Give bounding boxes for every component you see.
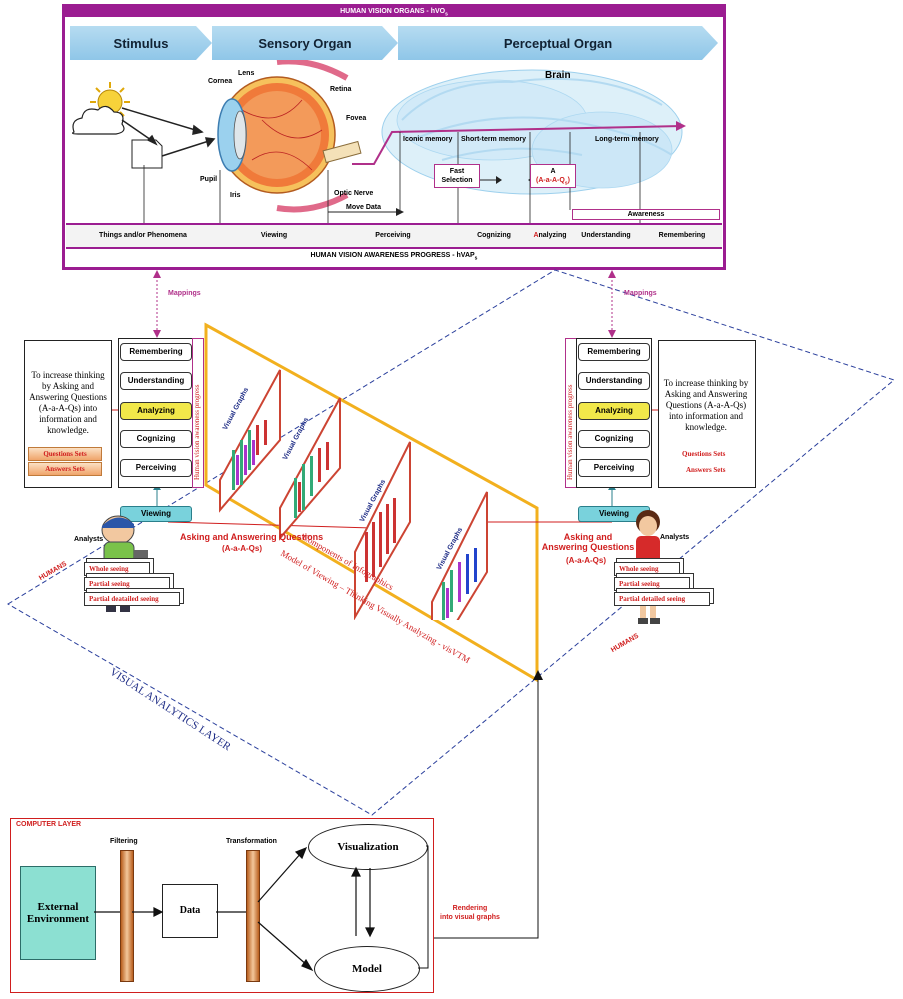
left-seeing-partial: Partial seeing [84, 577, 170, 591]
visual-graph-1 [220, 370, 280, 510]
left-stage-analyzing[interactable]: Analyzing [120, 402, 192, 420]
left-qa-label: Asking and Answering Questions [180, 532, 323, 542]
left-answers-sets: Answers Sets [28, 462, 102, 476]
right-answers-sets: Answers Sets [686, 466, 725, 474]
mappings-label-right: Mappings [624, 290, 657, 297]
right-stage-cognizing[interactable]: Cognizing [578, 430, 650, 448]
right-seeing-partial-detailed: Partial detailed seeing [614, 592, 710, 606]
right-questions-sets: Questions Sets [682, 450, 725, 458]
right-vertical-label: Human vision awareness progress [566, 385, 574, 480]
right-analysts-label: Analysts [660, 534, 689, 541]
computer-layer-arrows [0, 818, 440, 998]
right-stage-understanding[interactable]: Understanding [578, 372, 650, 390]
right-seeing-whole: Whole seeing [614, 562, 680, 576]
left-stage-remembering[interactable]: Remembering [120, 343, 192, 361]
left-analysts-label: Analysts [74, 536, 103, 543]
mappings-label-left: Mappings [168, 290, 201, 297]
right-seeing-partial: Partial seeing [614, 577, 690, 591]
left-stage-understanding[interactable]: Understanding [120, 372, 192, 390]
left-stage-cognizing[interactable]: Cognizing [120, 430, 192, 448]
right-qa-label: Asking and Answering Questions [540, 532, 636, 552]
right-stage-perceiving[interactable]: Perceiving [578, 459, 650, 477]
left-seeing-partial-detailed: Partial deatailed seeing [84, 592, 180, 606]
left-stage-perceiving[interactable]: Perceiving [120, 459, 192, 477]
left-vertical-label: Human vision awareness progress [193, 385, 201, 480]
right-description: To increase thinking by Asking and Answe… [662, 378, 750, 433]
left-seeing-whole: Whole seeing [84, 562, 150, 576]
rendering-label: Rendering into visual graphs [440, 904, 500, 922]
left-qa-sub: (A-a-A-Qs) [222, 544, 262, 553]
right-qa-sub: (A-a-A-Qs) [566, 556, 606, 565]
visual-graph-3 [355, 442, 410, 617]
visual-graph-4 [432, 492, 487, 620]
left-questions-sets: Questions Sets [28, 447, 102, 461]
left-description: To increase thinking by Asking and Answe… [28, 370, 108, 436]
right-stage-analyzing[interactable]: Analyzing [578, 402, 650, 420]
right-stage-remembering[interactable]: Remembering [578, 343, 650, 361]
